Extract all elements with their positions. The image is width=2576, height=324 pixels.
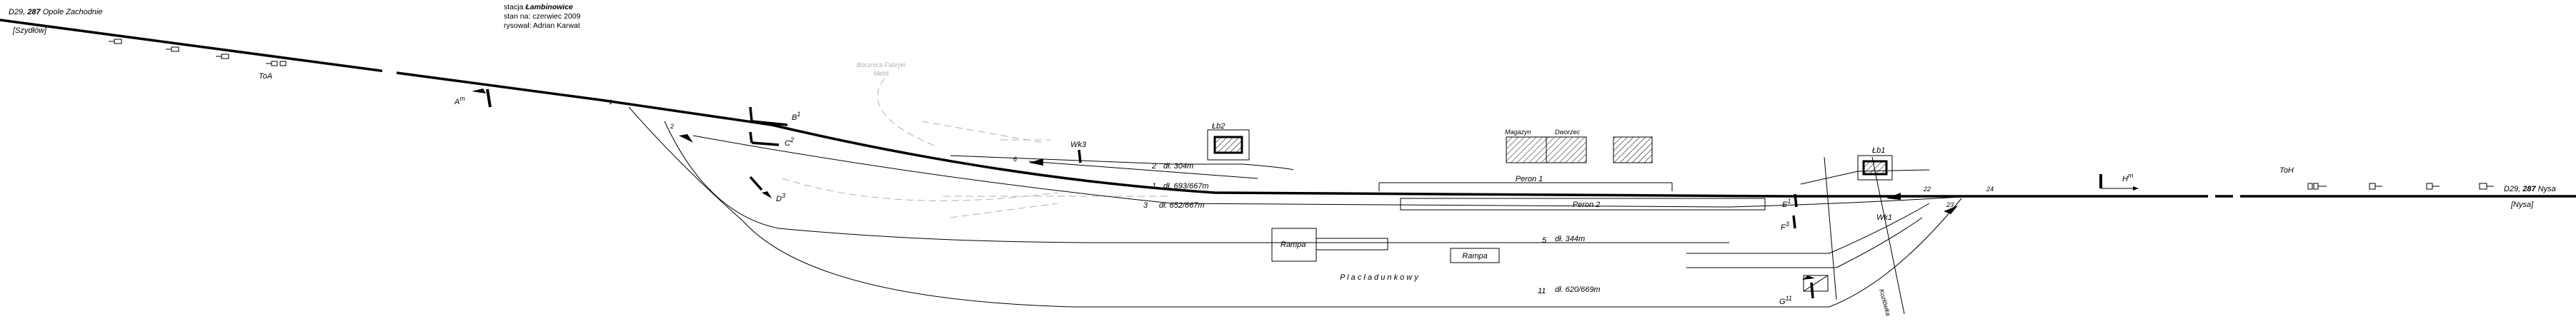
svg-text:D3: D3 — [776, 192, 785, 203]
track-2-line — [950, 155, 1294, 171]
svg-text:Łb1: Łb1 — [1872, 146, 1885, 155]
track-arrows — [679, 134, 1958, 214]
svg-text:Wk3: Wk3 — [1070, 141, 1087, 149]
right-line-end: ToH D29, 287 Nysa [Nysa] — [2279, 166, 2556, 209]
signal-d: D3 — [749, 176, 785, 203]
right-line-next: [Nysa] — [2510, 201, 2534, 209]
signal-g: G11 — [1779, 275, 1815, 306]
svg-text:B1: B1 — [792, 111, 800, 122]
svg-text:dł. 652/667m: dł. 652/667m — [1159, 201, 1205, 210]
left-line-end: D29, 287 Opole Zachodnie [Szydłów] ToA A… — [0, 8, 601, 108]
svg-text:Rampa: Rampa — [1280, 241, 1306, 249]
svg-text:E1: E1 — [1782, 198, 1791, 209]
signal-b: B1 — [749, 106, 800, 126]
svg-text:Hm: Hm — [2122, 172, 2134, 183]
svg-text:Peron 1: Peron 1 — [1516, 175, 1543, 183]
svg-text:Łb2: Łb2 — [1212, 122, 1225, 131]
svg-text:6: 6 — [1013, 156, 1017, 163]
left-line-next: [Szydłów] — [12, 26, 47, 35]
station-title: stacja Łambinowice — [504, 3, 573, 11]
track-11-line — [628, 106, 1962, 308]
track-5-line — [664, 121, 1729, 243]
svg-text:Dworzec: Dworzec — [1555, 128, 1581, 136]
kozlowka: Kozłówka — [1803, 275, 1892, 317]
toh-label: ToH — [2279, 166, 2294, 175]
track-labels: 2 dł. 304m 1 dł. 693/667m 3 dł. 652/667m… — [1143, 162, 1601, 295]
svg-text:Kozłówka: Kozłówka — [1878, 288, 1892, 317]
svg-text:5: 5 — [1542, 236, 1547, 245]
post-wk1: Wk1 — [1876, 213, 1892, 222]
siding-label-2: Mebli — [873, 70, 890, 77]
author-credit: rysował: Adrian Karwat — [504, 21, 580, 30]
post-lb2: Łb2 — [1207, 122, 1250, 161]
platform-2: Peron 2 — [1400, 198, 1766, 211]
main-line-left-2 — [396, 71, 601, 101]
line-equipment-icons-right — [2307, 183, 2494, 190]
svg-text:F3: F3 — [1781, 221, 1789, 232]
siding-label-1: Bocznica Fabryki — [857, 61, 907, 69]
svg-text:Am: Am — [454, 95, 465, 106]
svg-text:3: 3 — [1143, 201, 1148, 210]
svg-text:dł. 693/667m: dł. 693/667m — [1163, 182, 1209, 191]
signal-e: E1 — [1782, 193, 1798, 209]
signal-c: C2 — [749, 131, 794, 148]
signal-h: Hm — [2099, 172, 2139, 191]
svg-text:G11: G11 — [1779, 295, 1792, 306]
svg-text:2: 2 — [1151, 162, 1156, 171]
station-header: stacja Łambinowice stan na: czerwiec 200… — [504, 3, 581, 30]
platform-1: Peron 1 — [1516, 175, 1543, 183]
svg-text:24: 24 — [1986, 186, 1994, 193]
left-line-label: D29, 287 Opole Zachodnie — [9, 8, 103, 16]
post-lb1: Łb1 — [1857, 146, 1893, 181]
svg-text:22: 22 — [1923, 186, 1931, 193]
svg-text:2: 2 — [670, 123, 674, 130]
right-line-label: D29, 287 Nysa — [2504, 185, 2556, 193]
svg-text:Rampa: Rampa — [1462, 252, 1487, 260]
signal-a: Am — [454, 88, 492, 108]
line-equipment-icons-left — [109, 39, 287, 66]
post-wk3: Wk3 — [1070, 141, 1087, 163]
svg-text:Peron 2: Peron 2 — [1573, 201, 1601, 209]
rampa-2: Rampa — [1450, 248, 1500, 263]
toa-label: ToA — [259, 72, 272, 81]
svg-text:dł. 344m: dł. 344m — [1555, 235, 1585, 243]
svg-text:C2: C2 — [785, 136, 794, 148]
svg-text:1: 1 — [609, 98, 612, 106]
track-3-line — [692, 135, 1973, 208]
svg-text:23: 23 — [1946, 201, 1954, 208]
switch-labels: 1 2 6 22 24 23 — [609, 98, 1994, 208]
signal-f: F3 — [1781, 215, 1796, 232]
svg-text:dł. 620/669m: dł. 620/669m — [1555, 285, 1601, 294]
track-1-line — [600, 98, 1994, 198]
svg-text:11: 11 — [1538, 287, 1546, 295]
svg-text:1: 1 — [1152, 182, 1156, 191]
svg-text:Magazyn: Magazyn — [1505, 128, 1531, 136]
svg-text:dł. 304m: dł. 304m — [1163, 162, 1193, 171]
loading-yard-label: P l a c ł a d u n k o w y — [1340, 273, 1419, 282]
state-date: stan na: czerwiec 2009 — [504, 12, 581, 21]
building-dworzec: Dworzec — [1546, 128, 1653, 163]
building-magazyn: Magazyn — [1505, 128, 1547, 163]
rampa-1: Rampa — [1271, 228, 1388, 262]
main-line-left — [0, 19, 387, 73]
factory-siding: Bocznica Fabryki Mebli — [782, 61, 1172, 218]
svg-text:Wk1: Wk1 — [1876, 213, 1892, 222]
station-tracks — [600, 98, 2576, 315]
